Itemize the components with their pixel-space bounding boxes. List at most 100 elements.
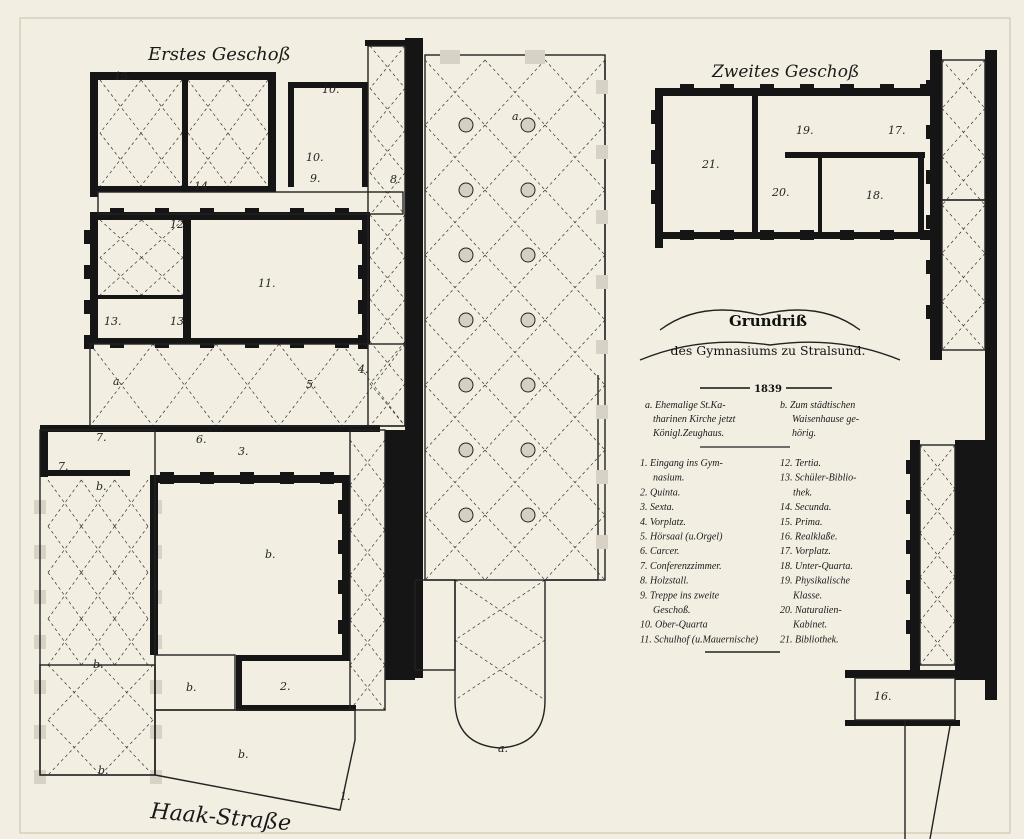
room-label-20: 20.: [771, 186, 790, 199]
vault-line: [424, 59, 486, 126]
pier: [34, 770, 46, 784]
legend-entry: 10. Ober-Quarta: [640, 620, 708, 631]
pier: [84, 230, 94, 244]
vault-line: [187, 132, 229, 187]
legend-entry: thek.: [793, 487, 812, 498]
church-walls: [385, 38, 606, 749]
column: [458, 117, 474, 133]
pier: [596, 275, 608, 289]
vault-line: [484, 254, 546, 321]
room-label-19: 19.: [796, 124, 814, 137]
title-line-1: Grundriß: [729, 312, 807, 330]
room-labels: a. a. a. 11. b. b. b. b. b. b. 2. 3. 4. …: [58, 70, 906, 803]
title-year: 1839: [754, 384, 782, 395]
legend-letters: a. Ehemalige St.Ka- tharinen Kirche jetz…: [645, 400, 859, 448]
vault-line: [99, 132, 142, 187]
vault-line: [484, 384, 546, 451]
vault-line: [544, 124, 606, 191]
room-label-15: 15.: [114, 70, 132, 83]
legend-entry: 9. Treppe ins zweite: [640, 590, 720, 601]
vault-line: [484, 59, 546, 126]
legend-entry: Klasse.: [792, 590, 822, 601]
pier: [150, 770, 162, 784]
pier: [150, 725, 162, 739]
legend-entry: 13. Schüler-Biblio-: [780, 473, 856, 484]
legend-entry: Kabinet.: [792, 620, 827, 631]
vault-line: [424, 189, 486, 256]
room-label-18: 18.: [866, 189, 884, 202]
vault-line: [424, 514, 486, 581]
first-floor-heading: Erstes Geschoß: [147, 44, 291, 65]
room-label-13: 13.: [104, 315, 122, 328]
pier: [84, 335, 94, 349]
legend-entry: 12. Tertia.: [780, 458, 821, 469]
column: [520, 377, 536, 393]
pier: [150, 680, 162, 694]
room-label-4: 4.: [357, 363, 369, 376]
legend-entry: 17. Vorplatz.: [780, 546, 831, 557]
vault-line: [424, 384, 486, 451]
room-label-17: 17.: [888, 124, 906, 137]
vault-line: [424, 319, 486, 386]
room-label-10: 10.: [322, 83, 340, 96]
first-floor-walls: [40, 40, 405, 711]
vault-line: [187, 79, 229, 134]
pier: [596, 210, 608, 224]
room-label-b-court: b.: [265, 548, 276, 561]
legend-entry: 2. Quinta.: [640, 487, 680, 498]
vault-line: [544, 514, 606, 581]
vault-line: [140, 79, 183, 134]
legend-b-line-3: hörig.: [792, 428, 816, 439]
second-floor-heading: Zweites Geschoß: [711, 62, 859, 82]
room-label-5: 5.: [306, 378, 317, 391]
room-label-b: b.: [96, 480, 107, 493]
vault-line: [544, 319, 606, 386]
room-label-1: 1.: [340, 790, 351, 803]
vault-line: [47, 719, 101, 776]
legend-entry: 19. Physikalische: [780, 576, 851, 587]
column: [458, 182, 474, 198]
room-label-a-hall: a.: [113, 375, 123, 388]
vault-line: [544, 189, 606, 256]
column: [520, 117, 536, 133]
room-label-b: b.: [93, 658, 104, 671]
second-floor-walls: [655, 50, 997, 726]
room-label-8: 8.: [390, 173, 401, 186]
vault-line: [424, 449, 486, 516]
vault-line: [424, 254, 486, 321]
vault-line: [941, 59, 986, 109]
vault-line: [484, 319, 546, 386]
legend-entry: 1. Eingang ins Gym-: [640, 458, 723, 469]
vault-line: [278, 343, 343, 427]
pier: [440, 50, 460, 64]
room-label-b: b.: [98, 764, 109, 777]
pier: [596, 405, 608, 419]
vault-line: [424, 124, 486, 191]
vault-line: [454, 579, 546, 641]
legend-entry: 4. Vorplatz.: [640, 517, 686, 528]
legend-b-line-1: b. Zum städtischen: [780, 400, 855, 411]
vault-line: [47, 664, 101, 721]
pier: [596, 340, 608, 354]
room-label-10: 10.: [306, 151, 324, 164]
vault-lines: [47, 45, 986, 776]
room-label-21: 21.: [701, 158, 720, 171]
legend-b-line-2: Waisenhause ge-: [792, 414, 859, 425]
vault-line: [941, 156, 986, 206]
column: [520, 312, 536, 328]
vault-line: [484, 124, 546, 191]
legend-a-line-2: tharinen Kirche jetzt: [653, 414, 736, 425]
room-label-9: 9.: [310, 172, 321, 185]
vault-line: [544, 59, 606, 126]
room-label-16: 16.: [874, 690, 892, 703]
room-label-3: 3.: [238, 445, 249, 458]
legend-numbers: 1. Eingang ins Gym-nasium.2. Quinta.3. S…: [639, 458, 856, 645]
legend-entry: 5. Hörsaal (u.Orgel): [640, 532, 723, 543]
column: [520, 507, 536, 523]
room-label-6: 6.: [196, 433, 207, 446]
vault-line: [484, 514, 546, 581]
title-line-2: des Gymnasiums zu Stralsund.: [670, 343, 865, 358]
legend-entry: 18. Unter-Quarta.: [780, 561, 853, 572]
room-label-11: 11.: [258, 277, 276, 290]
